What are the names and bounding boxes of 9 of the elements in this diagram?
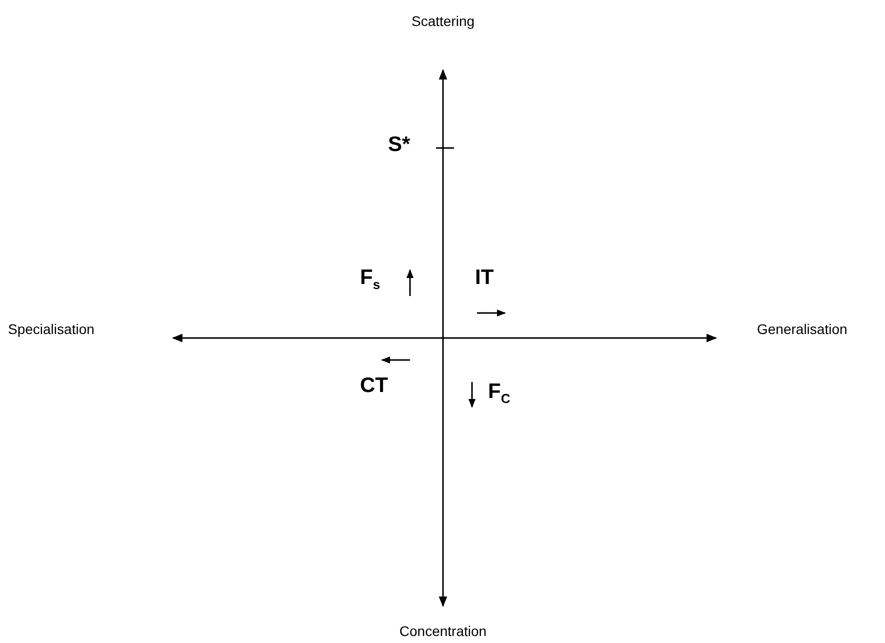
- axis-label: Scattering: [411, 14, 475, 30]
- quadrant-label: CT: [360, 374, 388, 398]
- axis-label: Specialisation: [8, 322, 94, 338]
- quadrant-label: IT: [475, 266, 494, 290]
- axis-label: Generalisation: [757, 322, 848, 338]
- point-label: S*: [388, 133, 410, 156]
- axis-label: Concentration: [399, 624, 487, 640]
- symbol-label: F$_{C}$: [488, 380, 510, 406]
- symbol-label: F$_{s}$: [360, 266, 380, 292]
